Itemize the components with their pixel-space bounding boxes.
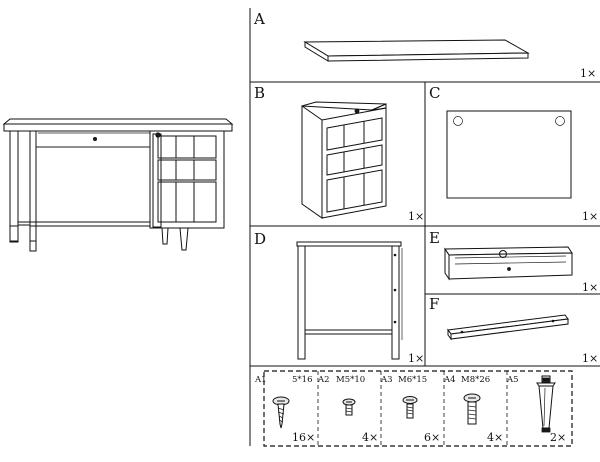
hardware-a2-code: A2: [317, 375, 330, 385]
hardware-a3-quantity: 6×: [424, 431, 440, 444]
panel-f: F 1×: [429, 295, 598, 365]
hardware-a2-size: M5*10: [336, 375, 365, 385]
panel-d: D 1×: [254, 230, 424, 365]
hardware-a1-code: A1: [254, 375, 267, 385]
hardware-a5: A5 2×: [506, 375, 566, 444]
hardware-a3-code: A3: [380, 375, 393, 385]
assembled-desk-drawing: [2, 118, 234, 252]
panel-b: B 1×: [254, 84, 424, 223]
hardware-a2-quantity: 4×: [362, 431, 378, 444]
desktop-board-drawing: [303, 39, 530, 62]
hardware-a3-size: M6*15: [398, 375, 427, 385]
hardware-a2: A2 M5*10 4×: [317, 375, 378, 444]
hardware-a4-size: M8*26: [461, 375, 490, 385]
pedestal-cabinet-drawing: [301, 101, 387, 219]
back-panel-drawing: [446, 110, 572, 199]
panel-d-letter: D: [254, 230, 266, 248]
support-rail-drawing: [447, 314, 569, 341]
panel-e-quantity: 1×: [582, 281, 598, 294]
hardware-a3: A3 M6*15 6×: [380, 375, 440, 444]
hardware-a5-quantity: 2×: [550, 431, 566, 444]
parts-grid: [249, 8, 600, 446]
panel-c-quantity: 1×: [582, 210, 598, 223]
small-bolt-icon: [342, 398, 356, 416]
hardware-a4-quantity: 4×: [487, 431, 503, 444]
hardware-a1: A1 5*16 16×: [254, 375, 315, 444]
panel-f-quantity: 1×: [582, 352, 598, 365]
panel-a-quantity: 1×: [580, 67, 596, 80]
hardware-a4: A4 M8*26 4×: [443, 375, 503, 444]
panel-d-quantity: 1×: [408, 352, 424, 365]
panel-c: C 1×: [429, 84, 598, 223]
hardware-a5-code: A5: [506, 375, 519, 385]
hardware-a1-size: 5*16: [292, 375, 312, 385]
hardware-a1-quantity: 16×: [292, 431, 315, 444]
panel-b-quantity: 1×: [408, 210, 424, 223]
wood-screw-icon: [272, 396, 290, 429]
large-bolt-icon: [463, 393, 481, 425]
drawer-drawing: [444, 246, 573, 281]
panel-a: A 1×: [253, 10, 596, 80]
hardware-strip: A1 5*16 16× A2 M5*10: [254, 370, 573, 447]
machine-bolt-icon: [402, 396, 418, 419]
panel-c-letter: C: [429, 84, 440, 102]
adjustable-foot-icon: [536, 375, 556, 433]
leg-frame-drawing: [296, 241, 403, 360]
panel-f-letter: F: [429, 295, 439, 313]
panel-b-letter: B: [254, 84, 265, 102]
panel-e-letter: E: [429, 229, 440, 247]
panel-e: E 1×: [429, 229, 598, 294]
panel-a-letter: A: [253, 10, 265, 28]
hardware-a4-code: A4: [443, 375, 456, 385]
